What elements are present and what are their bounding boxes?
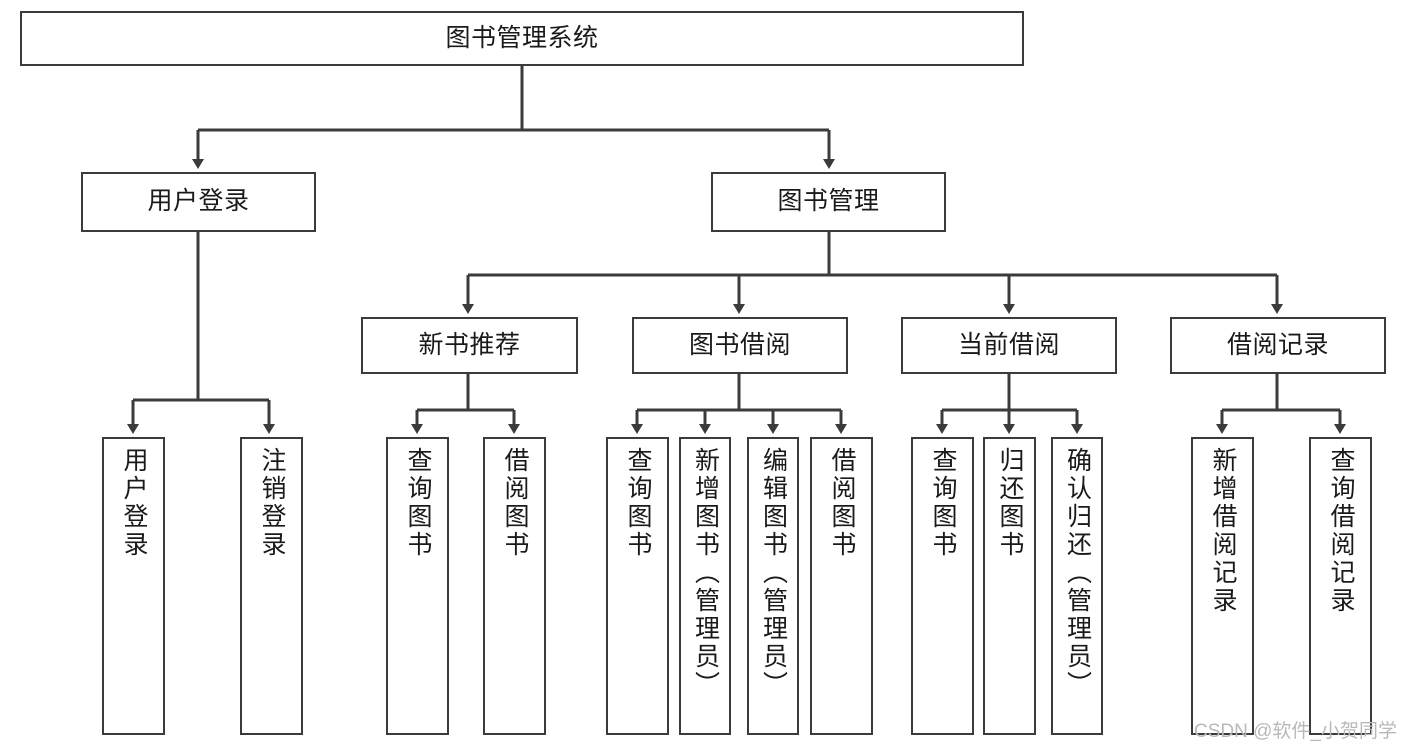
node-borrow-record-label: 借阅记录	[1226, 330, 1329, 359]
node-new-book-recommend-label: 新书推荐	[418, 330, 521, 359]
node-root-label: 图书管理系统	[445, 23, 599, 52]
leaf-edit-book-label: 编辑图书（管理员）	[759, 447, 788, 699]
node-book-borrow-label: 图书借阅	[688, 330, 791, 359]
leaf-query-record-label: 查询借阅记录	[1327, 447, 1355, 615]
leaf-return-book-label: 归还图书	[996, 447, 1024, 559]
node-current-borrow[interactable]: 当前借阅	[901, 317, 1117, 374]
leaf-query-book-1[interactable]: 查询图书	[386, 437, 449, 735]
leaf-add-book[interactable]: 新增图书（管理员）	[679, 437, 731, 735]
leaf-return-book[interactable]: 归还图书	[983, 437, 1036, 735]
leaf-query-book-2[interactable]: 查询图书	[606, 437, 669, 735]
node-book-borrow[interactable]: 图书借阅	[632, 317, 848, 374]
node-borrow-record[interactable]: 借阅记录	[1170, 317, 1386, 374]
leaf-query-book-3[interactable]: 查询图书	[911, 437, 974, 735]
leaf-user-login[interactable]: 用户登录	[102, 437, 165, 735]
leaf-borrow-book-2[interactable]: 借阅图书	[810, 437, 873, 735]
node-new-book-recommend[interactable]: 新书推荐	[361, 317, 578, 374]
leaf-borrow-book-1[interactable]: 借阅图书	[483, 437, 546, 735]
leaf-borrow-book-2-label: 借阅图书	[828, 447, 856, 559]
node-root[interactable]: 图书管理系统	[20, 11, 1024, 66]
leaf-user-logout[interactable]: 注销登录	[240, 437, 303, 735]
leaf-query-book-2-label: 查询图书	[624, 447, 652, 559]
node-user-login-label: 用户登录	[147, 187, 250, 216]
leaf-confirm-return-label: 确认归还（管理员）	[1063, 447, 1092, 699]
leaf-add-record-label: 新增借阅记录	[1209, 447, 1237, 615]
node-book-manage-label: 图书管理	[777, 187, 880, 216]
node-current-borrow-label: 当前借阅	[957, 330, 1060, 359]
node-user-login[interactable]: 用户登录	[81, 172, 316, 232]
leaf-user-login-label: 用户登录	[120, 447, 148, 559]
leaf-add-book-label: 新增图书（管理员）	[691, 447, 720, 699]
leaf-query-book-3-label: 查询图书	[929, 447, 957, 559]
leaf-borrow-book-1-label: 借阅图书	[501, 447, 529, 559]
leaf-confirm-return[interactable]: 确认归还（管理员）	[1051, 437, 1103, 735]
leaf-edit-book[interactable]: 编辑图书（管理员）	[747, 437, 799, 735]
leaf-query-record[interactable]: 查询借阅记录	[1309, 437, 1372, 735]
node-book-manage[interactable]: 图书管理	[711, 172, 946, 232]
leaf-add-record[interactable]: 新增借阅记录	[1191, 437, 1254, 735]
csdn-watermark: CSDN @软件_小贺同学	[1194, 721, 1397, 742]
leaf-user-logout-label: 注销登录	[258, 447, 286, 559]
leaf-query-book-1-label: 查询图书	[404, 447, 432, 559]
